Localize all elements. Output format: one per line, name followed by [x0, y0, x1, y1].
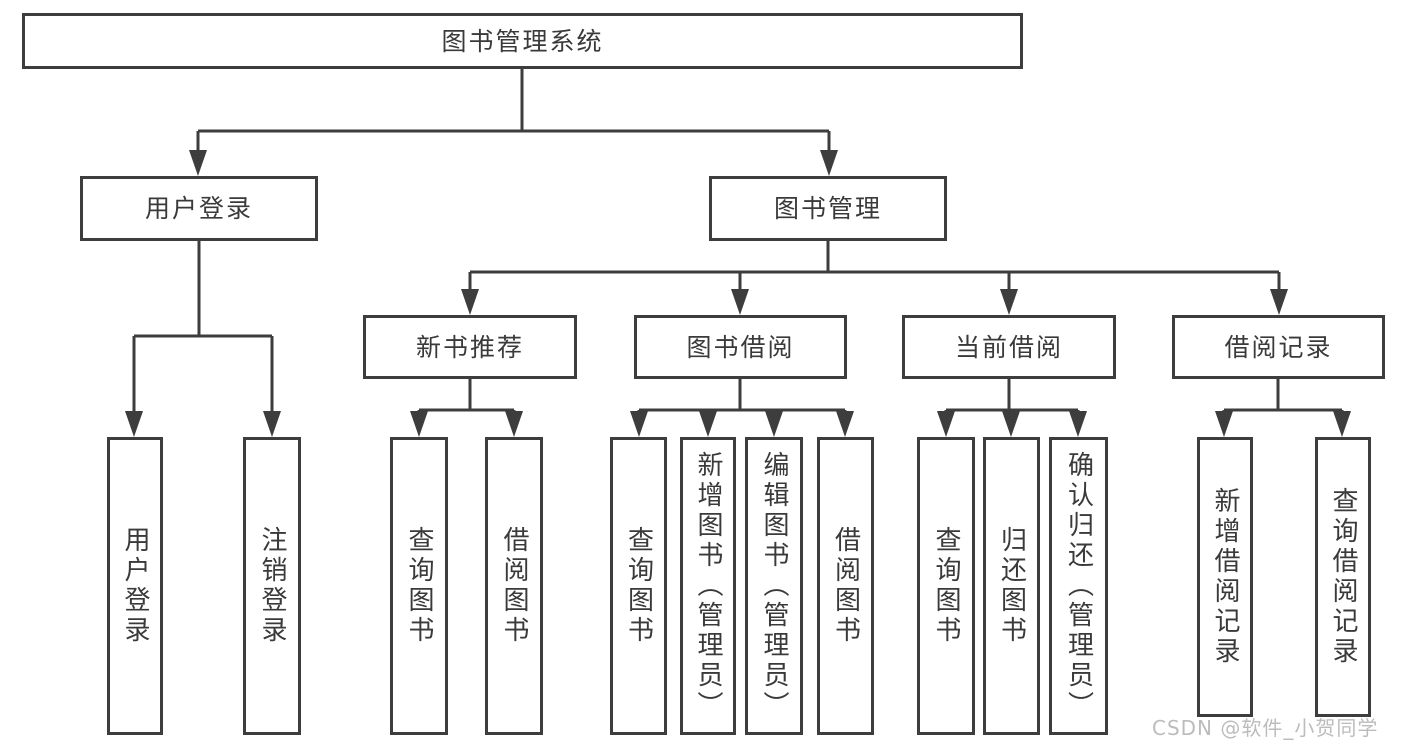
leaf-query-books-borrowing: 查询图书: [610, 437, 667, 735]
leaf-logout: 注销登录: [243, 437, 301, 735]
node-borrowing-records: 借阅记录: [1172, 315, 1385, 379]
watermark: CSDN @软件_小贺同学: [1152, 716, 1379, 740]
node-user-login: 用户登录: [80, 176, 318, 241]
node-library-management-system: 图书管理系统: [22, 13, 1023, 69]
leaf-query-books-recommendation: 查询图书: [390, 437, 448, 735]
leaf-add-borrow-record: 新增借阅记录: [1197, 437, 1253, 717]
node-current-borrowing: 当前借阅: [902, 315, 1116, 379]
leaf-borrow-books-recommendation: 借阅图书: [485, 437, 543, 735]
leaf-edit-books-admin: 编辑图书（管理员）: [745, 437, 803, 735]
arrowheads: [125, 150, 1351, 437]
leaf-user-login: 用户登录: [107, 437, 163, 735]
node-new-book-recommendation: 新书推荐: [363, 315, 577, 379]
leaf-add-books-admin: 新增图书（管理员）: [680, 437, 736, 735]
node-book-management: 图书管理: [709, 176, 947, 241]
leaf-confirm-return-admin: 确认归还（管理员）: [1049, 437, 1108, 735]
node-book-borrowing: 图书借阅: [634, 315, 847, 379]
leaf-borrow-books: 借阅图书: [817, 437, 874, 735]
leaf-query-books-current: 查询图书: [917, 437, 975, 735]
leaf-return-books: 归还图书: [983, 437, 1040, 735]
leaf-query-borrow-record: 查询借阅记录: [1315, 437, 1371, 717]
